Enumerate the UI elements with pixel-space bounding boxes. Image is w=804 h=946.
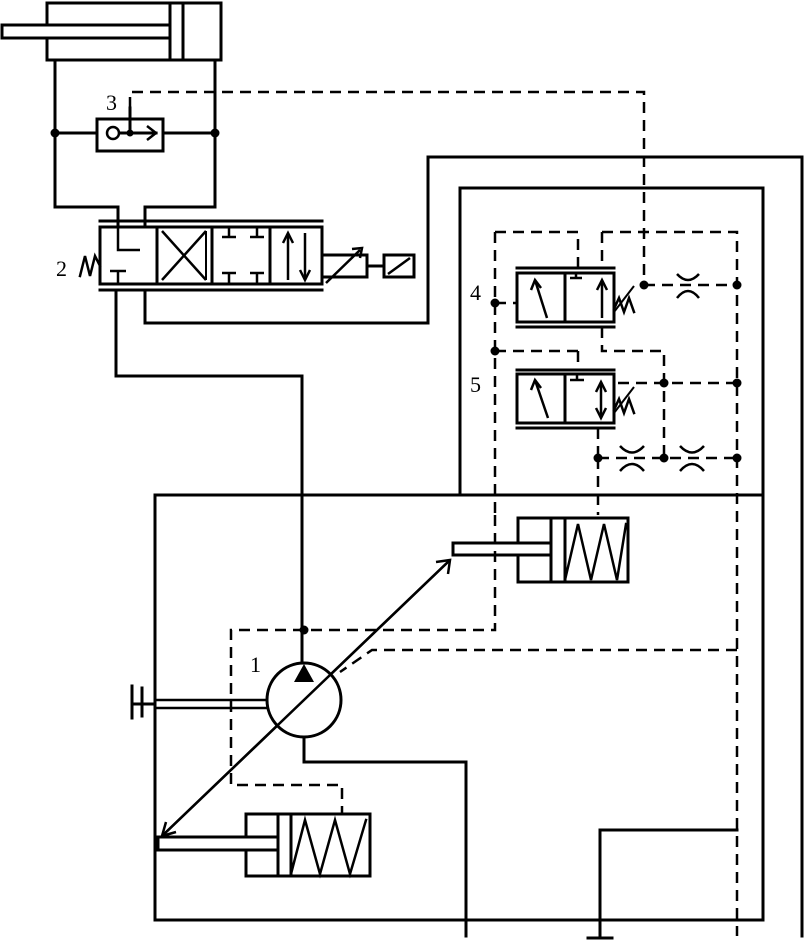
directional-valve-2 [78,219,416,292]
line-valve2-right-to-frame [143,155,804,325]
label-valve-4: 4 [470,280,481,305]
label-shuttle-valve: 3 [106,90,117,115]
control-valves-block [490,230,742,620]
control-cylinder-lower [156,812,372,879]
tank-line [598,828,739,938]
control-cylinder-upper [451,516,630,584]
variable-pump-1 [130,559,451,837]
label-pump: 1 [250,652,261,677]
label-directional-valve: 2 [56,256,67,281]
line-valve2-to-pump [114,288,304,666]
inner-frame-right [458,186,765,497]
hydraulic-cylinder [0,1,223,62]
pilot-line-shuttle [128,90,646,285]
pump-suction-line [302,735,468,938]
pilot-line-to-pump [339,648,737,674]
shuttle-valve-3 [50,106,220,153]
label-valve-5: 5 [470,372,481,397]
pilot-line-lower [229,515,497,814]
